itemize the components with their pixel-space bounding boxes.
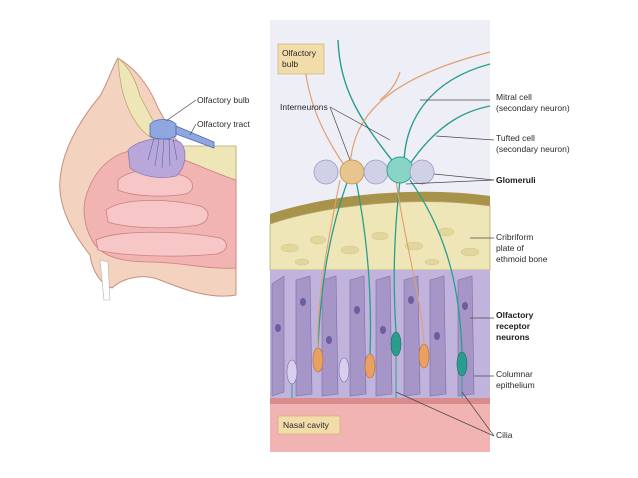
cilia-strands [291, 356, 463, 398]
bone-texture [280, 227, 480, 266]
nostril [99, 259, 111, 301]
mitral-cell-fibers [337, 39, 491, 169]
olfactory-bulb-left [149, 119, 177, 140]
bulb-base-boundary [270, 191, 490, 224]
label-olfactory-tract-left: Olfactory tract [197, 119, 251, 129]
label-receptor-neurons-line1: Olfactory [496, 310, 534, 320]
olfactory-detail-panel: Olfactory bulb Nasal cavity [269, 20, 491, 452]
label-olfactory-bulb-left: Olfactory bulb [197, 95, 250, 105]
olfactory-nerve-fibers [147, 137, 178, 169]
nasal-cavity-mucosa [270, 398, 490, 452]
label-tufted-cell-line1: Tufted cell [496, 133, 535, 143]
cell-nuclei [275, 296, 468, 344]
label-cribriform-line3: ethmoid bone [496, 254, 548, 264]
label-mitral-cell-line2: (secondary neuron) [496, 103, 570, 113]
receptor-axons [317, 179, 463, 355]
inferior-concha [95, 231, 227, 257]
label-cilia: Cilia [496, 430, 513, 440]
nasal-section-illustration: Olfactory bulb Olfactory tract [59, 57, 251, 301]
receptor-axons-orange [317, 179, 425, 349]
label-interneurons: Interneurons [280, 102, 328, 112]
label-receptor-neurons-line3: neurons [496, 332, 530, 342]
box-label-nasal-cavity: Nasal cavity [283, 420, 330, 430]
label-cribriform-line1: Cribriform [496, 232, 533, 242]
label-columnar-epithelium-line2: epithelium [496, 380, 535, 390]
box-label-olfactory-bulb-line1: Olfactory [282, 48, 317, 58]
olfactory-tract-left [175, 125, 215, 149]
box-label-olfactory-bulb-line2: bulb [282, 59, 298, 69]
olfactory-receptor-cells [286, 331, 468, 385]
label-columnar-epithelium-line1: Columnar [496, 369, 533, 379]
middle-concha [105, 200, 209, 229]
label-mitral-cell-line1: Mitral cell [496, 92, 532, 102]
label-glomeruli: Glomeruli [496, 175, 536, 185]
glomeruli-spheres [313, 156, 435, 185]
label-cribriform-line2: plate of [496, 243, 525, 253]
right-labels: Interneurons Mitral cell (secondary neur… [280, 92, 570, 440]
label-receptor-neurons-line2: receptor [496, 321, 531, 331]
label-tufted-cell-line2: (secondary neuron) [496, 144, 570, 154]
